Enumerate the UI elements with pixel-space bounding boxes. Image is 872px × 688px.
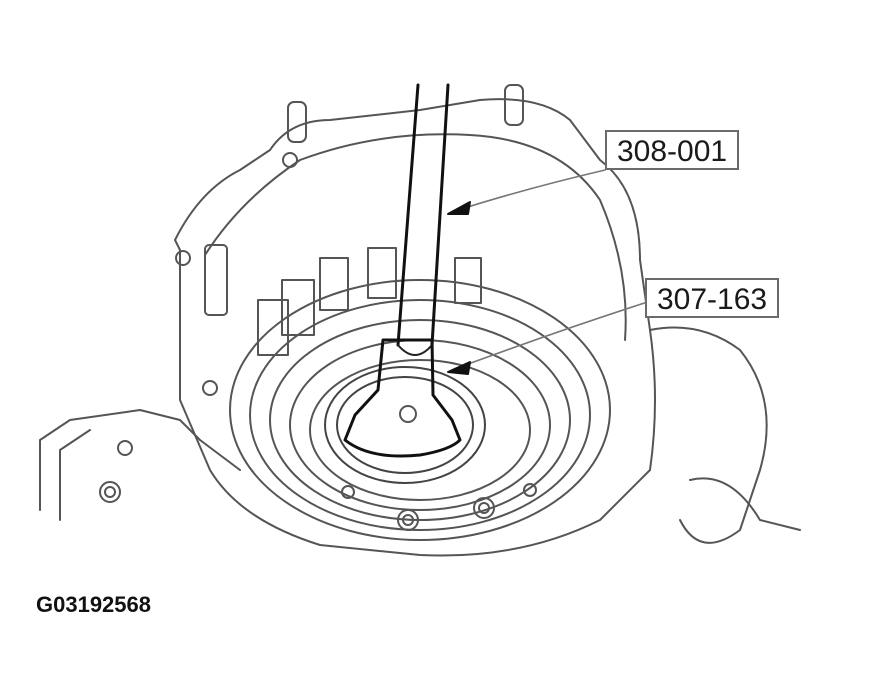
figure-id: G03192568 xyxy=(36,592,151,617)
callout-tool-308-001: 308-001 xyxy=(605,130,740,170)
callout-tool-307-163: 307-163 xyxy=(645,278,780,318)
